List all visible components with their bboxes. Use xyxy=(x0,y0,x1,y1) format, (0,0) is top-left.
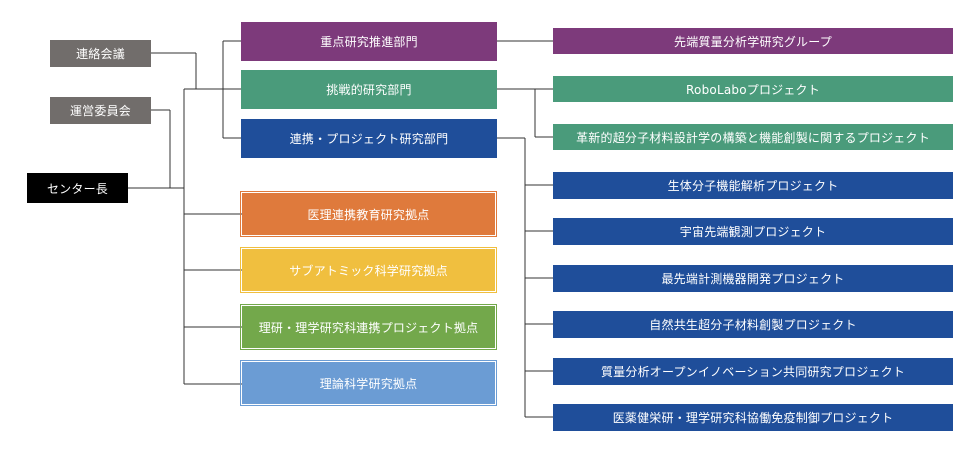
liaison-council-box: 連絡会議 xyxy=(50,40,151,67)
open-innovation-project-box: 質量分析オープンイノベーション共同研究プロジェクト xyxy=(553,358,953,385)
riken-collaboration-hub-box: 理研・理学研究科連携プロジェクト拠点 xyxy=(240,304,497,350)
box-label: 自然共生超分子材料創製プロジェクト xyxy=(649,318,857,332)
center-director-box: センター長 xyxy=(27,173,128,203)
box-label: 連絡会議 xyxy=(76,47,125,61)
box-label: 宇宙先端観測プロジェクト xyxy=(679,225,827,239)
box-label: 挑戦的研究部門 xyxy=(326,83,412,97)
box-label: RoboLaboプロジェクト xyxy=(686,82,820,97)
drug-immune-project-box: 医薬健栄研・理学研究科協働免疫制御プロジェクト xyxy=(553,404,953,431)
box-label: 最先端計測機器開発プロジェクト xyxy=(661,272,845,286)
box-label: 生体分子機能解析プロジェクト xyxy=(667,179,839,193)
subatomic-science-hub-box: サブアトミック科学研究拠点 xyxy=(240,247,497,293)
box-label: 理論科学研究拠点 xyxy=(319,376,418,391)
robolabo-project-box: RoboLaboプロジェクト xyxy=(553,76,953,102)
priority-research-division-box: 重点研究推進部門 xyxy=(241,22,497,61)
instrument-development-project-box: 最先端計測機器開発プロジェクト xyxy=(553,265,953,292)
challenging-research-division-box: 挑戦的研究部門 xyxy=(241,70,497,109)
box-label: センター長 xyxy=(46,181,108,196)
space-observation-project-box: 宇宙先端観測プロジェクト xyxy=(553,218,953,245)
symbiosis-material-project-box: 自然共生超分子材料創製プロジェクト xyxy=(553,311,953,338)
box-label: 革新的超分子材料設計学の構築と機能創製に関するプロジェクト xyxy=(576,130,930,145)
box-label: 医理連携教育研究拠点 xyxy=(307,207,430,222)
box-label: 先端質量分析学研究グループ xyxy=(674,34,832,49)
theoretical-science-hub-box: 理論科学研究拠点 xyxy=(240,360,497,406)
box-label: 運営委員会 xyxy=(69,104,131,118)
supramolecular-design-project-box: 革新的超分子材料設計学の構築と機能創製に関するプロジェクト xyxy=(553,124,953,150)
biomolecule-analysis-project-box: 生体分子機能解析プロジェクト xyxy=(553,172,953,199)
box-label: サブアトミック科学研究拠点 xyxy=(289,263,448,278)
advanced-mass-spec-group-box: 先端質量分析学研究グループ xyxy=(553,28,953,54)
box-label: 理研・理学研究科連携プロジェクト拠点 xyxy=(258,320,479,335)
box-label: 連携・プロジェクト研究部門 xyxy=(289,132,449,146)
box-label: 質量分析オープンイノベーション共同研究プロジェクト xyxy=(600,365,906,379)
medical-science-hub-box: 医理連携教育研究拠点 xyxy=(240,191,497,237)
box-label: 重点研究推進部門 xyxy=(320,35,418,49)
steering-committee-box: 運営委員会 xyxy=(50,97,151,124)
collaboration-project-division-box: 連携・プロジェクト研究部門 xyxy=(241,119,497,158)
box-label: 医薬健栄研・理学研究科協働免疫制御プロジェクト xyxy=(612,411,894,425)
